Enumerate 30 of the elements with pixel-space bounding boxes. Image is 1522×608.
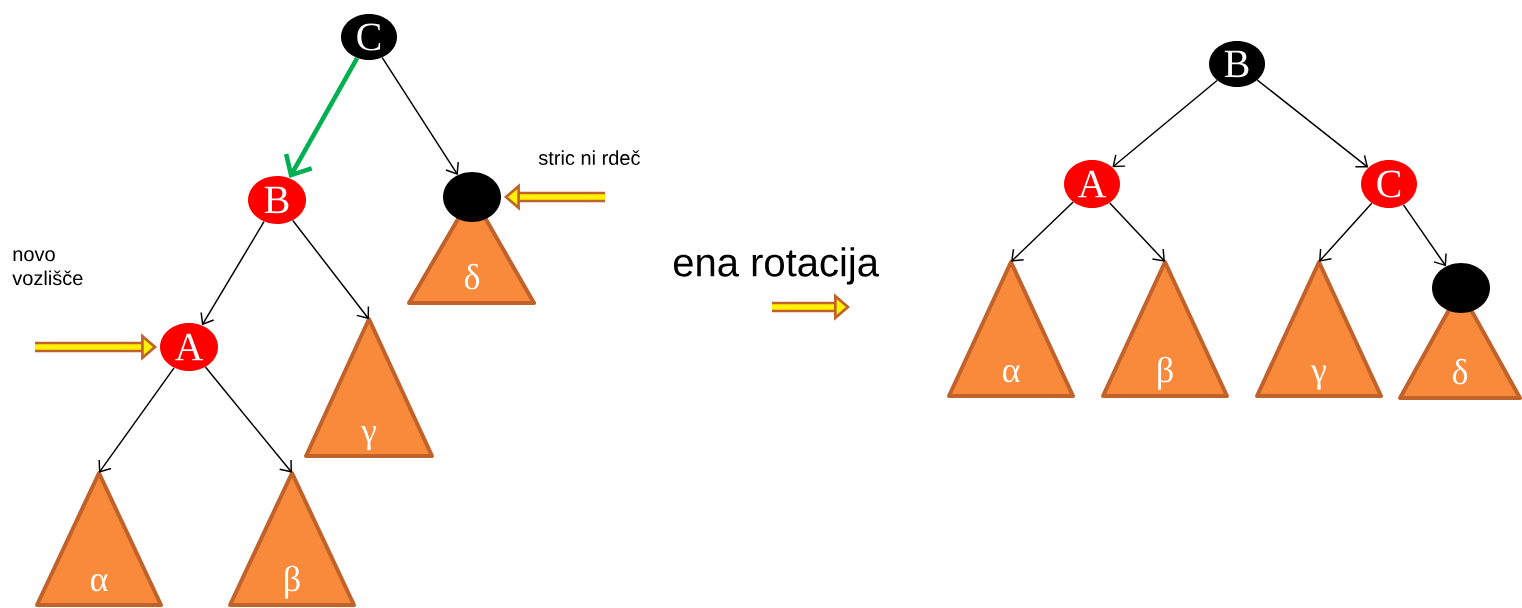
tree-node: C <box>1361 160 1417 208</box>
arrow <box>1319 202 1373 262</box>
label-text: stric ni rdeč <box>538 150 640 165</box>
subtree-triangle: α <box>35 471 163 607</box>
tree-node: B <box>248 176 306 224</box>
tree-node: A <box>160 323 218 371</box>
arrow <box>1112 79 1218 168</box>
tree-node: A <box>1064 160 1120 208</box>
arrow <box>1011 201 1074 262</box>
arrow <box>1109 202 1165 262</box>
subtree-triangle: α <box>947 260 1075 398</box>
label-text: novo vozlišče <box>12 250 83 286</box>
subtree-triangle: γ <box>304 317 434 458</box>
subtree-triangle: β <box>228 471 356 607</box>
arrow <box>204 366 292 473</box>
arrow <box>1402 204 1447 267</box>
tree-node: C <box>341 14 397 60</box>
leaf-node <box>443 172 501 222</box>
tree-node: B <box>1209 41 1265 87</box>
subtree-triangle: β <box>1101 260 1229 398</box>
leaf-node <box>1432 263 1490 313</box>
arrow <box>381 56 459 175</box>
arrow <box>292 219 370 320</box>
subtree-triangle: δ <box>407 193 536 305</box>
arrow <box>98 367 175 473</box>
label-text: ena rotacija <box>673 247 879 285</box>
arrow <box>1256 79 1369 168</box>
arrow <box>283 57 360 179</box>
arrow <box>200 221 265 326</box>
subtree-triangle: γ <box>1255 260 1383 398</box>
